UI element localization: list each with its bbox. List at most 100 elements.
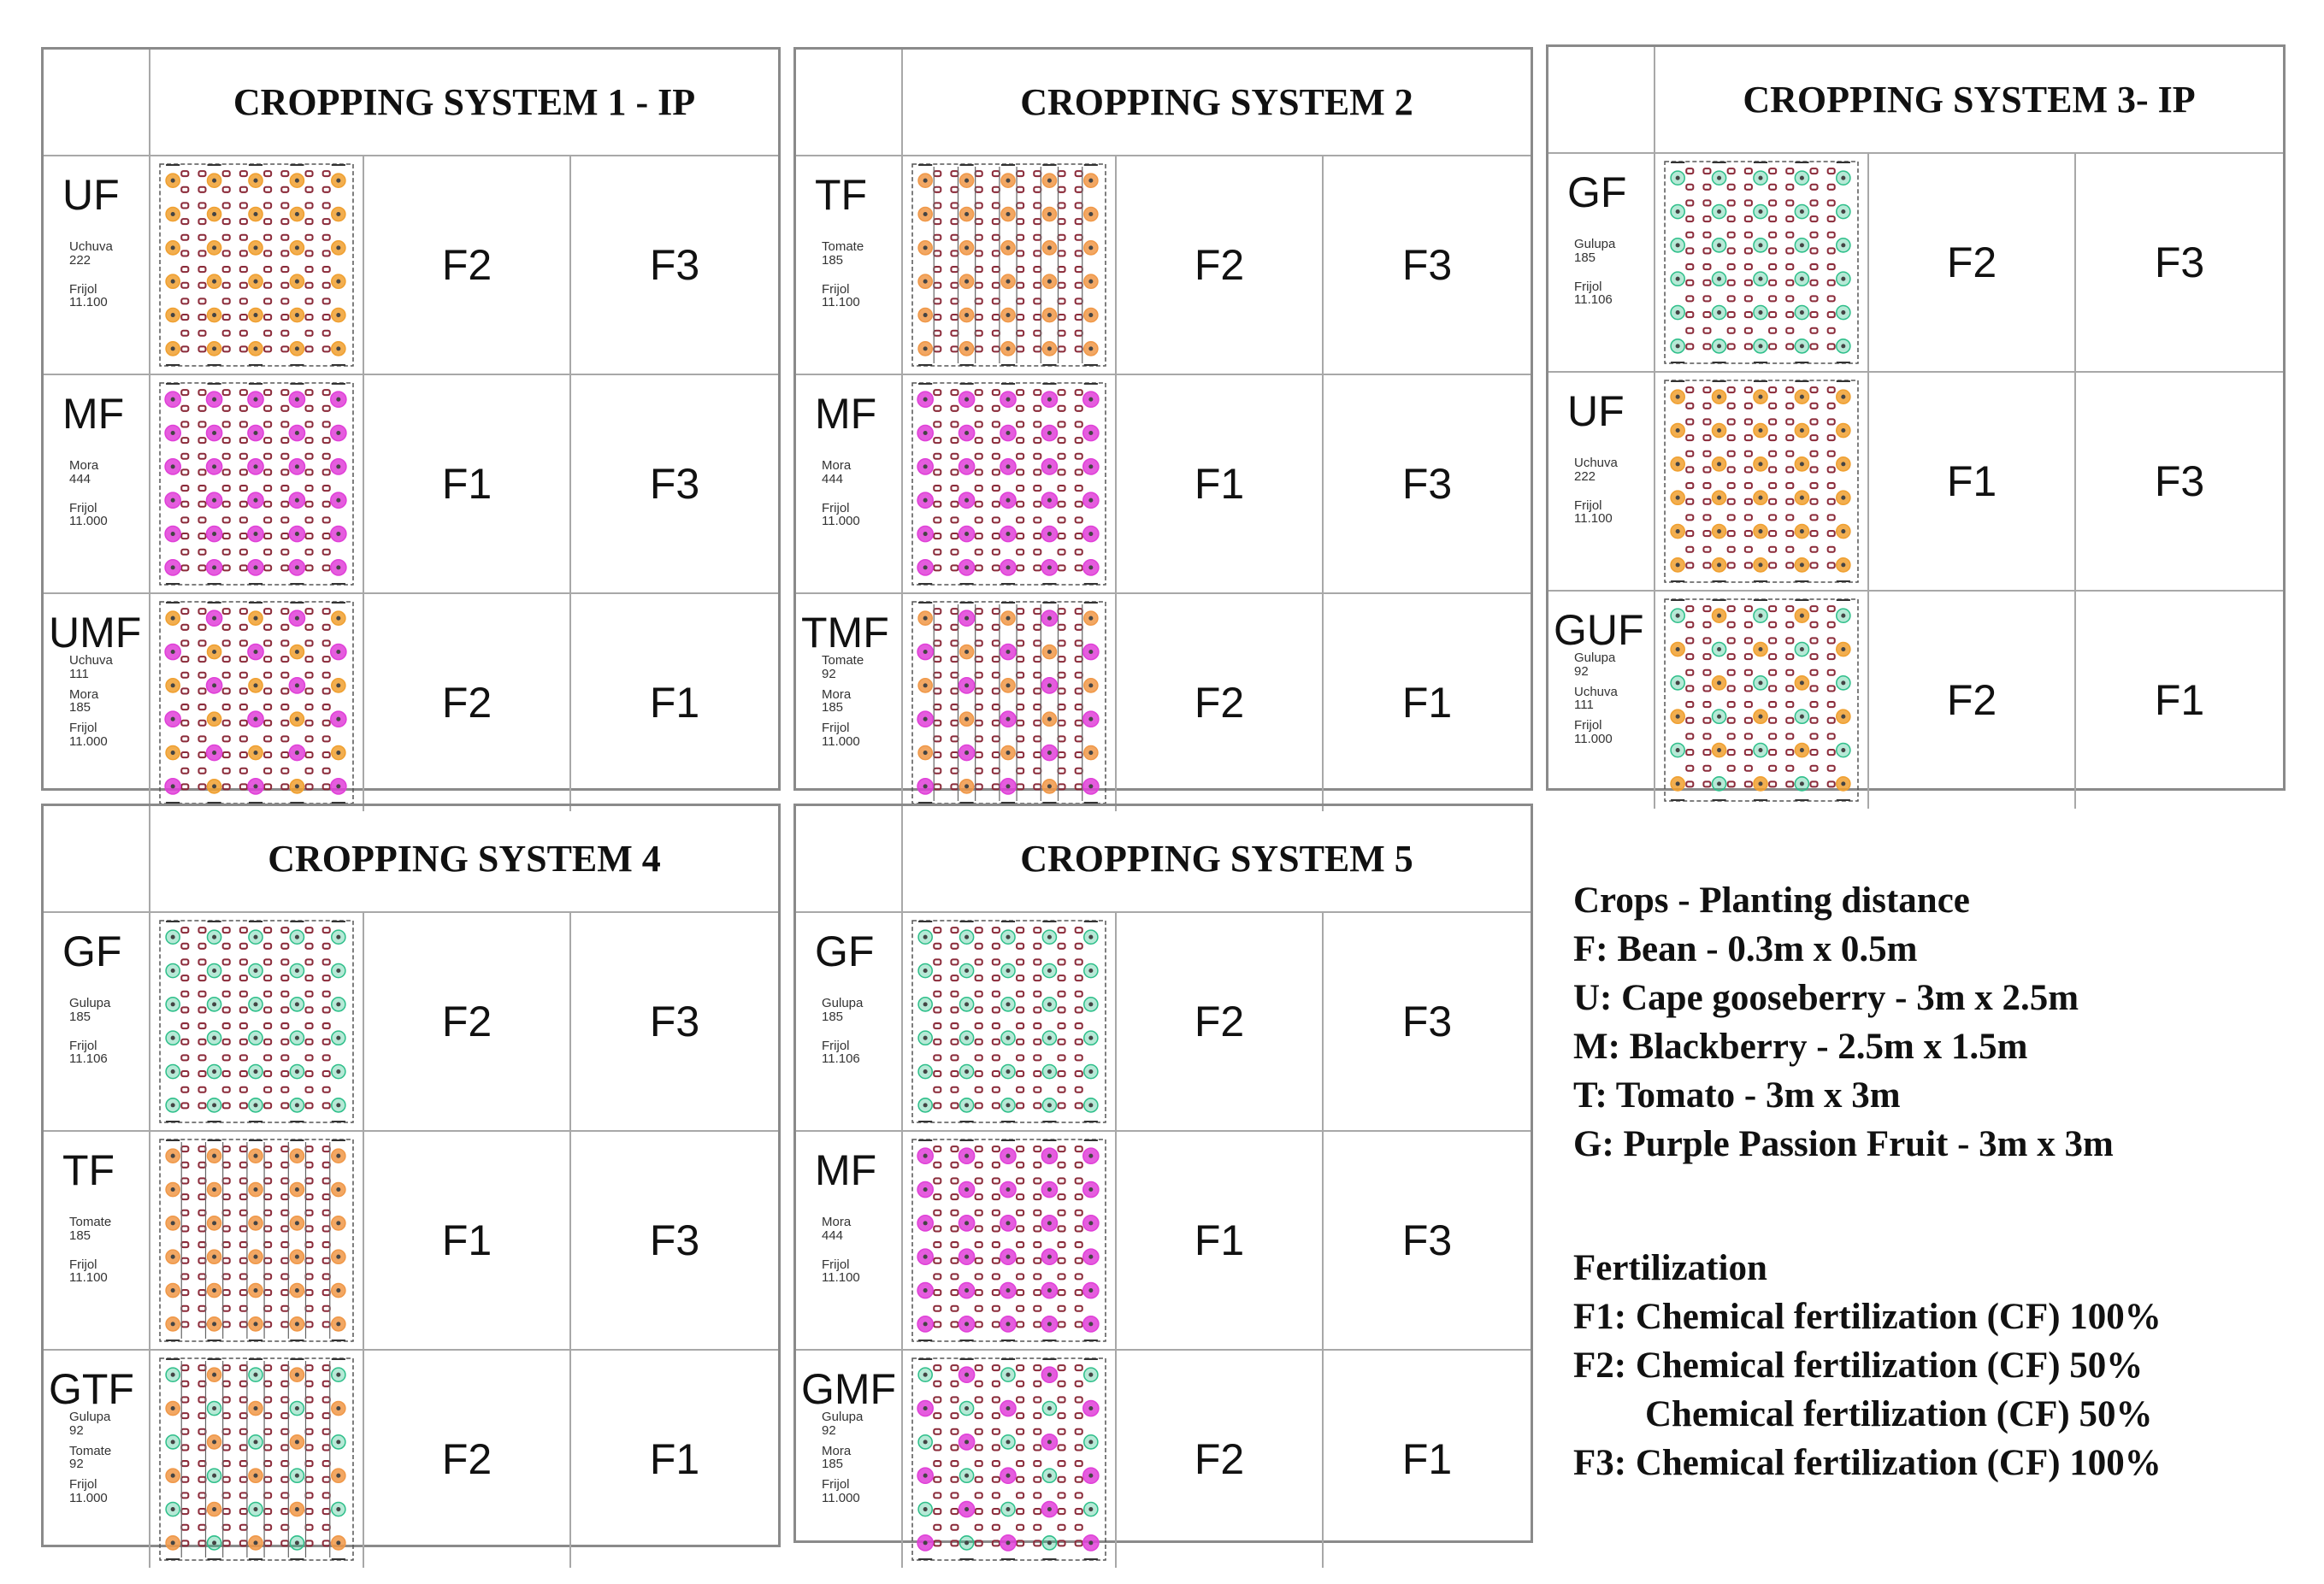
row-marker <box>1000 164 1016 367</box>
blackberry-plant-center <box>964 1322 970 1327</box>
crop-name: Uchuva <box>1574 684 1618 699</box>
bean-plant <box>304 1070 314 1078</box>
bean-plant <box>1057 564 1066 572</box>
crop-name: Uchuva <box>69 239 113 254</box>
passion-fruit-plant-center <box>1758 310 1763 315</box>
bean-plant <box>1033 767 1042 774</box>
bean-plant <box>180 297 190 305</box>
bean-plant <box>1057 1006 1066 1014</box>
row-marker <box>1671 599 1685 802</box>
bean-plant <box>1685 168 1695 175</box>
bean-plant <box>1057 468 1066 476</box>
bean-plant <box>1057 1492 1066 1499</box>
bean-plant <box>198 281 207 289</box>
bean-plant <box>1057 1412 1066 1420</box>
passion-fruit-plant-center <box>212 1035 217 1040</box>
passion-fruit-plant-center <box>1047 1103 1052 1108</box>
bean-plant <box>1826 263 1836 271</box>
bean-plant <box>1057 975 1066 982</box>
bean-plant <box>1033 266 1042 274</box>
blackberry-plant-center <box>294 751 299 756</box>
bean-plant <box>1016 927 1025 934</box>
bean-plant <box>304 1209 314 1216</box>
passion-fruit-plant-center <box>336 1507 341 1512</box>
bean-plant <box>1074 1508 1083 1516</box>
passion-fruit-plant-center <box>1758 243 1763 248</box>
crop-count: 185 <box>822 700 844 715</box>
bean-plant <box>321 233 331 241</box>
bean-plant <box>321 437 331 445</box>
bean-plant <box>304 767 314 774</box>
bean-plant <box>1743 247 1753 255</box>
row-marker <box>1042 1358 1057 1561</box>
bean-plant <box>1809 749 1819 757</box>
planting-layout <box>1655 373 1869 592</box>
bean-plant <box>1074 1006 1083 1014</box>
bean-plant <box>933 1177 942 1185</box>
tomato-plant-center <box>212 1507 217 1512</box>
bean-plant <box>1016 1396 1025 1404</box>
bean-plant <box>933 500 942 508</box>
row-marker <box>248 383 263 586</box>
bean-plant <box>1016 202 1025 209</box>
bean-plant <box>1057 927 1066 934</box>
bean-plant <box>1016 281 1025 289</box>
bean-plant <box>239 345 248 353</box>
bean-plant <box>263 1492 273 1499</box>
tomato-plant-center <box>294 1372 299 1377</box>
bean-plant <box>1033 1177 1042 1185</box>
bean-plant <box>1016 218 1025 226</box>
bean-plant <box>933 404 942 412</box>
bean-plant <box>1685 498 1695 505</box>
bean-plant <box>180 1161 190 1169</box>
gooseberry-plant-center <box>294 346 299 351</box>
bean-plant <box>304 1492 314 1499</box>
row-marker <box>1836 599 1850 802</box>
blackberry-plant-center <box>170 716 175 721</box>
bean-plant <box>950 735 959 743</box>
bean-plant <box>263 1038 273 1045</box>
fertilization-cell: F3 <box>1324 1132 1531 1351</box>
gooseberry-plant-center <box>1675 495 1680 500</box>
bean-plant <box>180 233 190 241</box>
blackberry-plant-center <box>336 565 341 570</box>
blackberry-plant-center <box>923 1473 928 1478</box>
bean-plant <box>1074 1145 1083 1153</box>
bean-plant <box>950 1444 959 1452</box>
bean-plant <box>1702 530 1712 538</box>
passion-fruit-plant-center <box>1841 344 1846 349</box>
bean-plant <box>239 1508 248 1516</box>
bean-plant <box>263 1460 273 1468</box>
passion-fruit-plant-center <box>1758 613 1763 618</box>
bean-plant <box>263 1241 273 1249</box>
bean-plant <box>1768 327 1778 334</box>
bean-plant <box>1016 1038 1025 1045</box>
bean-plant <box>221 1396 231 1404</box>
bean-plant <box>1033 958 1042 966</box>
bean-plant <box>321 719 331 727</box>
blackberry-plant-center <box>170 431 175 436</box>
bean-plant <box>304 1380 314 1387</box>
bean-plant <box>933 1193 942 1201</box>
bean-plant <box>1685 231 1695 238</box>
passion-fruit-plant-center <box>1841 310 1846 315</box>
bean-plant <box>198 942 207 950</box>
bean-plant <box>1685 780 1695 788</box>
fertilization-cell: F3 <box>1324 375 1531 595</box>
bean-plant <box>1057 1273 1066 1281</box>
bean-plant <box>1702 621 1712 628</box>
bean-plant <box>1016 975 1025 982</box>
bean-plant <box>239 975 248 982</box>
bean-plant <box>280 1038 290 1045</box>
bean-plant <box>280 421 290 428</box>
bean-plant <box>1057 1241 1066 1249</box>
bean-plant <box>974 1304 983 1312</box>
bean-plant <box>933 1508 942 1516</box>
bean-plant <box>1826 764 1836 772</box>
bean-plant <box>991 314 1000 321</box>
bean-plant <box>280 927 290 934</box>
